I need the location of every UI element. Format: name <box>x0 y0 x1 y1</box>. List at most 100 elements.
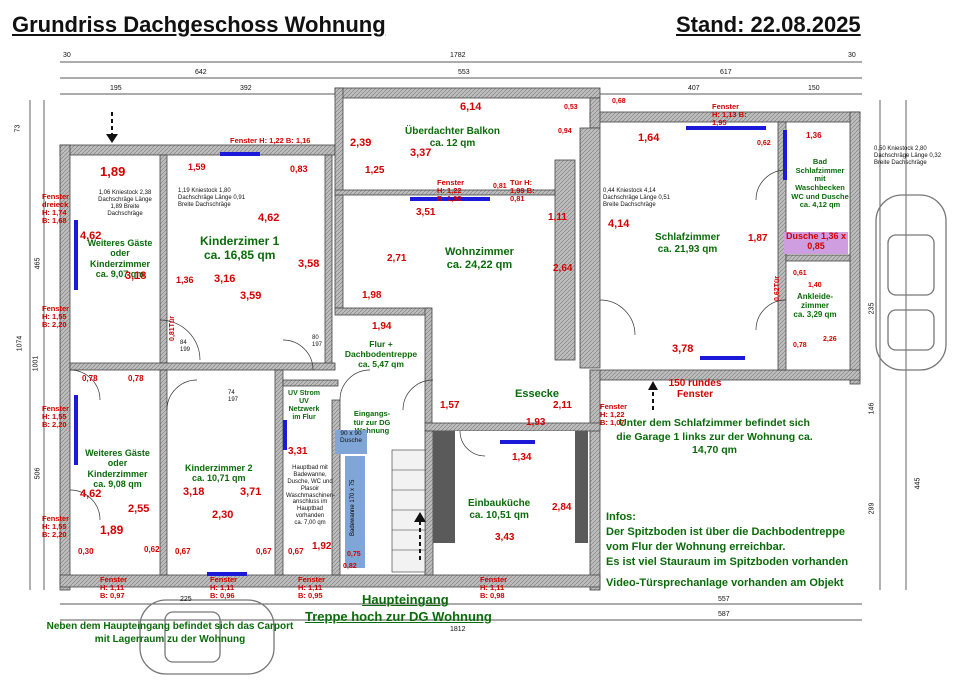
info-block: Infos: Der Spitzboden ist über die Dachb… <box>606 511 849 590</box>
room-bath-upper: Bad Schlafzimmer mit Waschbecken WC und … <box>791 157 849 210</box>
dim-318-guest1: 3,18 <box>125 270 147 282</box>
dim-187: 1,87 <box>748 233 768 244</box>
roof-note-guest1: 1,06 Kniestock 2,38 Dachschräge Länge 1,… <box>98 190 152 217</box>
dim-462-kids1: 4,62 <box>258 212 280 224</box>
label-main-entrance: Haupteingang <box>362 592 449 607</box>
dim-062: 0,62 <box>757 140 771 147</box>
dim-1074: 1074 <box>16 335 24 352</box>
dim-235: 235 <box>868 302 876 315</box>
dim-192: 1,92 <box>312 541 332 552</box>
dim-078-dress: 0,78 <box>793 342 807 349</box>
dim-081: 0,81 <box>493 183 507 190</box>
dim-195: 195 <box>110 85 122 92</box>
window-left-bot: Fenster H: 1,55 B: 2,20 <box>42 514 70 539</box>
door-label-062: 0,62Tür <box>773 276 781 301</box>
dim-414: 4,14 <box>608 218 630 230</box>
dim-067c: 0,67 <box>288 547 304 556</box>
dim-136-bath: 1,36 <box>806 131 822 140</box>
dim-068: 0,68 <box>612 98 626 105</box>
dim-078a: 0,78 <box>82 374 98 383</box>
door-size-84: 84 199 <box>180 340 191 353</box>
bathtub: Badewanne 170 x 75 <box>345 456 365 568</box>
dim-1001: 1001 <box>32 355 40 372</box>
dim-445: 445 <box>914 477 922 490</box>
dim-136: 1,36 <box>176 275 194 285</box>
window-living: Fenster H: 1,22 B: 1,92 <box>437 178 465 203</box>
window-top-kids: Fenster H: 1,22 B: 1,16 <box>230 136 311 145</box>
dim-553: 553 <box>458 69 470 76</box>
dim-614: 6,14 <box>460 101 482 113</box>
dim-082: 0,82 <box>343 563 357 570</box>
dim-239: 2,39 <box>350 137 372 149</box>
dim-226: 2,26 <box>823 336 837 343</box>
dim-378: 3,78 <box>672 343 694 355</box>
dim-264: 2,64 <box>553 263 573 274</box>
dim-075: 0,75 <box>347 551 361 558</box>
dim-030: 0,30 <box>78 547 94 556</box>
dim-557: 557 <box>718 596 730 603</box>
dim-083: 0,83 <box>290 164 308 174</box>
dim-061: 0,61 <box>793 270 807 277</box>
label-uv: UV Strom UV Netzwerk im Flur <box>288 390 320 422</box>
dim-bottom-total: 1812 <box>450 626 466 633</box>
room-mainbath: Hauptbad mit Badewanne, Dusche, WC und P… <box>286 465 336 527</box>
dim-316: 3,16 <box>214 273 236 285</box>
dim-225: 225 <box>180 596 192 603</box>
dim-189-bottom: 1,89 <box>100 523 124 537</box>
dim-358: 3,58 <box>298 258 320 270</box>
dim-617: 617 <box>720 69 732 76</box>
dim-146: 146 <box>868 402 876 415</box>
dim-407: 407 <box>688 85 700 92</box>
dim-351: 3,51 <box>416 207 436 218</box>
dim-top-30b: 30 <box>848 52 856 59</box>
dim-359: 3,59 <box>240 290 262 302</box>
window-bed-right: Fenster H: 1,22 B: 1,07 <box>600 402 628 427</box>
dim-331: 3,31 <box>288 446 308 457</box>
dim-189-top: 1,89 <box>100 164 126 179</box>
dim-193: 1,93 <box>526 417 546 428</box>
dim-337: 3,37 <box>410 147 432 159</box>
dim-134: 1,34 <box>512 452 532 463</box>
dim-top-total: 1782 <box>450 52 466 59</box>
balcony-door: Tür H: 1,99 B: 0,81 <box>510 178 535 203</box>
shower-main: 90 x 90 Dusche <box>335 430 367 454</box>
door-label-081: 0,81Tür <box>168 316 176 341</box>
dim-062b: 0,62 <box>144 545 160 554</box>
door-size-80: 80 197 <box>312 335 323 348</box>
page-title: Grundriss Dachgeschoss Wohnung <box>12 12 386 37</box>
dim-465: 465 <box>34 257 42 270</box>
label-round-window: 150 rundes Fenster <box>668 378 722 400</box>
shower-upper: Dusche 1,36 x 0,85 <box>784 231 848 254</box>
dim-299: 299 <box>868 502 876 515</box>
dim-198: 1,98 <box>362 290 382 301</box>
window-bottom-1: Fenster H: 1,11 B: 0,97 <box>100 575 128 600</box>
dim-343: 3,43 <box>495 532 515 543</box>
dim-111: 1,11 <box>548 212 567 223</box>
roof-note-bedroom: 0,44 Kniestock 4,14 Dachschräge Länge 0,… <box>603 188 671 208</box>
dim-318-kids2: 3,18 <box>183 486 205 498</box>
window-bottom-3: Fenster H: 1,11 B: 0,95 <box>298 575 326 600</box>
dim-642: 642 <box>195 69 207 76</box>
dim-053: 0,53 <box>564 104 578 111</box>
dim-150: 150 <box>808 85 820 92</box>
dim-284: 2,84 <box>552 502 572 513</box>
dim-194: 1,94 <box>372 321 392 332</box>
dim-392: 392 <box>240 85 252 92</box>
dim-157: 1,57 <box>440 400 460 411</box>
dim-255: 2,55 <box>128 503 150 515</box>
window-bottom-2: Fenster H: 1,11 B: 0,96 <box>210 575 238 600</box>
window-left-low: Fenster H: 1,55 B: 2,20 <box>42 404 70 429</box>
dim-125: 1,25 <box>365 165 385 176</box>
note-garage: Unter dem Schlafzimmer befindet sich die… <box>616 417 813 457</box>
dim-462-guest2: 4,62 <box>80 488 102 500</box>
dim-159: 1,59 <box>188 162 206 172</box>
dim-506: 506 <box>34 467 42 480</box>
dim-094: 0,94 <box>558 128 572 135</box>
